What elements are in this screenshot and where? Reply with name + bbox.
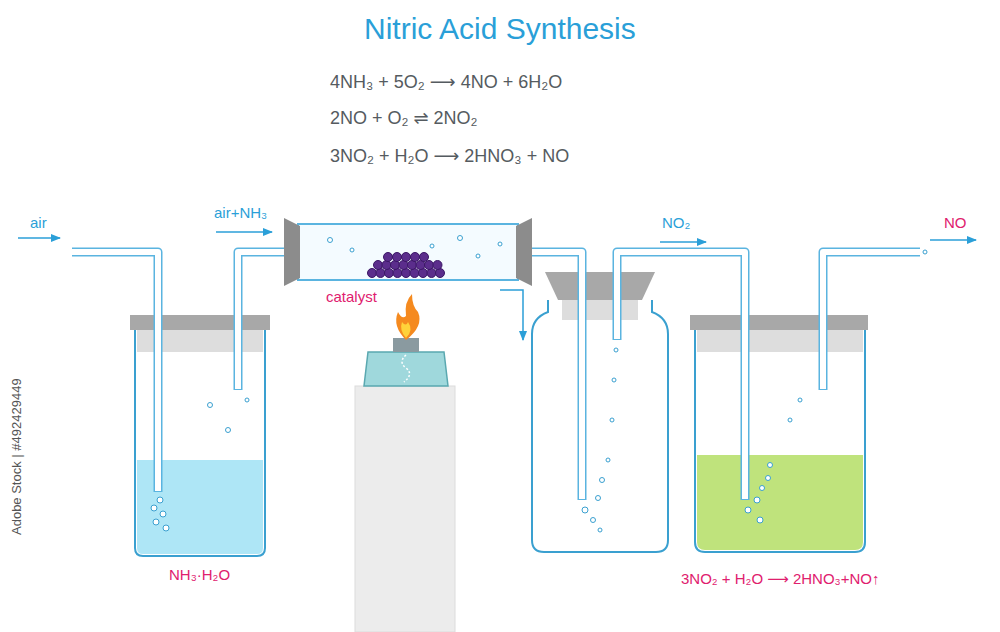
gas-bubble [498, 242, 502, 246]
gas-bubble [600, 478, 605, 483]
gas-bubble [591, 518, 596, 523]
gas-bubble [328, 238, 333, 243]
catalyst-pellet [425, 261, 434, 270]
gas-bubble [350, 248, 354, 252]
gas-bubble [163, 525, 169, 531]
watermark: Adobe Stock | #492429449 [10, 378, 25, 535]
diagram-title: Nitric Acid Synthesis [364, 12, 636, 47]
chemical-equation: 3NO₂ + H₂O ⟶ 2HNO₃ + NO [330, 146, 569, 167]
gas-bubble [245, 398, 249, 402]
gas-bubble [582, 507, 588, 513]
catalyst-pellet [393, 253, 402, 262]
gas-bubble [612, 378, 616, 382]
gas-bubble [760, 486, 765, 491]
gas-bubble [153, 519, 159, 525]
gas-bubble [598, 528, 602, 532]
flow-label: NO₂ [662, 214, 690, 231]
gas-bubble [606, 458, 610, 462]
catalyst-pellet [384, 253, 393, 262]
gas-bubble [596, 496, 601, 501]
gas-bubble [788, 418, 792, 422]
gas-bubble [157, 497, 163, 503]
catalyst-pellet [411, 253, 420, 262]
gas-bubble [208, 403, 213, 408]
flow-label: air [30, 214, 47, 231]
gas-bubble [768, 463, 773, 468]
gas-bubble [923, 250, 927, 254]
gas-bubble [458, 236, 463, 241]
catalyst-pellet [420, 253, 429, 262]
gas-bubble [745, 507, 751, 513]
gas-bubble [754, 497, 760, 503]
reaction-equation: 3NO₂ + H₂O ⟶ 2HNO₃+NO↑ [681, 570, 879, 587]
solution-label: NH₃·H₂O [169, 566, 230, 583]
catalyst-pellet [402, 253, 411, 262]
chemical-equation: 2NO + O₂ ⇌ 2NO₂ [330, 108, 478, 129]
chemical-equation: 4NH₃ + 5O₂ ⟶ 4NO + 6H₂O [330, 72, 562, 93]
catalyst-pellet [382, 261, 391, 270]
gas-bubble [476, 254, 480, 258]
gas-bubble [160, 511, 166, 517]
gas-bubble [757, 517, 763, 523]
gas-bubble [430, 244, 434, 248]
gas-bubble [610, 418, 614, 422]
flow-label: NO [944, 214, 967, 231]
flow-label: air+NH₃ [214, 204, 267, 221]
gas-bubble [766, 476, 771, 481]
catalyst-label: catalyst [326, 288, 377, 305]
gas-bubble [798, 398, 802, 402]
gas-bubble [614, 348, 618, 352]
gas-bubble [226, 428, 231, 433]
catalyst-pellet [368, 269, 377, 278]
catalyst-pellet [433, 261, 442, 270]
gas-bubble [151, 505, 157, 511]
catalyst-pellet [374, 261, 383, 270]
